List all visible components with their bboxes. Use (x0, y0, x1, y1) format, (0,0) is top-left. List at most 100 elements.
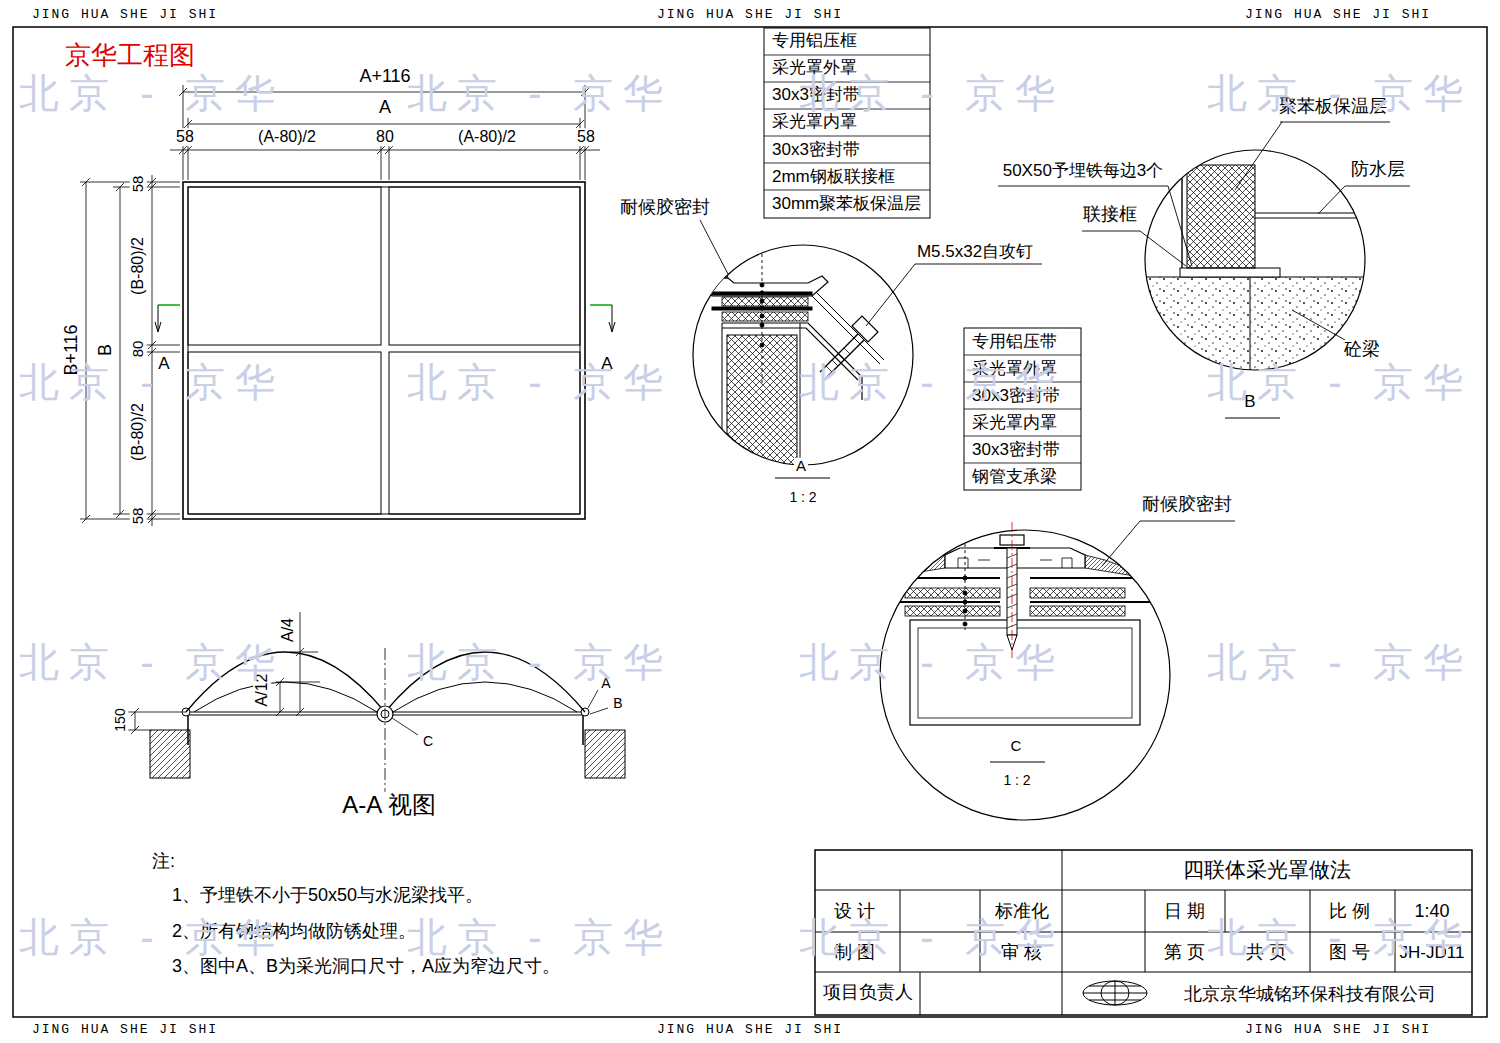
drawing-label: 钢管支承梁 (970, 468, 1059, 487)
detail-c-part-part (1030, 606, 1125, 616)
header-text: JING HUA SHE JI SHI (1243, 1023, 1433, 1037)
watermark: 北京 - 京华 (405, 915, 675, 959)
watermark: 北京 - 京华 (797, 360, 1067, 404)
sheet-border (13, 27, 1487, 1017)
detail-c-part-part (1030, 588, 1125, 598)
detail-c-part-part (963, 600, 967, 604)
detail-a-part-part (760, 291, 764, 295)
detail-b-part-part (1181, 160, 1182, 268)
header-text: JING HUA SHE JI SHI (655, 8, 845, 22)
detail-b-part (998, 122, 1410, 340)
detail-c-part-part (905, 606, 1000, 616)
detail-c-part-part (963, 609, 967, 613)
detail-c-part-part (905, 588, 1000, 598)
detail-a-part-part (760, 306, 764, 310)
plan-view-part (188, 187, 381, 345)
drawing-label: 北京京华城铭环保科技有限公司 (1182, 985, 1438, 1005)
plan-view-part-part (80, 182, 180, 519)
company-logo (1083, 981, 1147, 1005)
detail-a-part-part (700, 266, 728, 278)
drawing-label: 30x3密封带 (770, 141, 862, 160)
detail-a-part (764, 28, 930, 218)
drawing-label: 注: (150, 852, 177, 872)
detail-c-part-part (963, 591, 967, 595)
detail-a-part (696, 218, 884, 480)
plan-view-part (155, 322, 615, 332)
drawing-label: 1、予埋铁不小于50x50与水泥梁找平。 (170, 886, 485, 906)
detail-c-part (1102, 521, 1235, 566)
section-view (128, 612, 625, 792)
drawing-label: 30x3密封带 (970, 441, 1062, 460)
drawing-label: 采光罩内罩 (770, 113, 859, 132)
detail-b-part-part (1187, 165, 1255, 268)
drawing-label: 50X50予埋铁每边3个 (1001, 162, 1166, 181)
watermark: 北京 - 京华 (1205, 915, 1475, 959)
detail-c-part (964, 328, 1081, 490)
detail-a-part-part (722, 312, 808, 321)
detail-c-part-part (870, 601, 1180, 603)
drawing-label: 58 (130, 506, 147, 527)
drawing-label: A-A 视图 (340, 792, 437, 818)
drawing-label: 3、图中A、B为采光洞口尺寸，A应为窄边尺寸。 (170, 957, 562, 977)
drawing-label: 30mm聚苯板保温层 (770, 195, 923, 214)
watermark: 北京 - 京华 (17, 640, 287, 684)
drawing-label: 采光罩内罩 (970, 414, 1059, 433)
detail-c-part-part (963, 576, 967, 580)
watermark: 北京 - 京华 (17, 360, 287, 404)
company-logo-part (1083, 981, 1147, 1005)
detail-b-part (1140, 160, 1370, 387)
plan-view-part (188, 187, 580, 514)
header-text: JING HUA SHE JI SHI (30, 1023, 220, 1037)
drawing-label: A (794, 458, 808, 475)
detail-a-part-part (760, 314, 764, 318)
drawing-label: A (377, 98, 393, 118)
drawing-label: (B-80)/2 (129, 401, 147, 463)
detail-c-part (860, 490, 1190, 725)
watermark: 北京 - 京华 (1205, 360, 1475, 404)
detail-a-part (693, 245, 913, 465)
section-view-part (585, 730, 625, 778)
drawing-label: 58 (174, 128, 196, 146)
drawing-label: 专用铝压框 (770, 32, 859, 51)
drawing-label: 2mm钢板联接框 (770, 168, 897, 187)
watermark: 北京 - 京华 (405, 71, 675, 115)
drawing-label: C (421, 734, 435, 749)
section-view-part-part (392, 690, 608, 735)
detail-b-part (1225, 418, 1280, 419)
drawing-label: 1 : 2 (1001, 773, 1032, 788)
detail-a-part-part (722, 297, 808, 306)
drawing-label: 耐候胶密封 (1140, 495, 1234, 515)
watermark: 北京 - 京华 (797, 915, 1067, 959)
watermark: 北京 - 京华 (405, 640, 675, 684)
detail-a-part-part (760, 283, 764, 287)
drawing-label: A/4 (279, 616, 297, 644)
drawing-label: (A-80)/2 (256, 128, 318, 146)
company-logo-part (1083, 981, 1147, 1005)
detail-b-part-part (1255, 213, 1370, 218)
section-view-part (385, 648, 386, 792)
sheet-border-part (13, 27, 1487, 1017)
watermark: 北京 - 京华 (405, 360, 675, 404)
plan-view-part-part (82, 178, 156, 523)
detail-c-part (990, 762, 1045, 763)
detail-a-part-part (722, 323, 800, 480)
watermark: 北京 - 京华 (1205, 71, 1475, 115)
detail-c-part (1012, 522, 1013, 658)
drawing-label: 联接框 (1081, 205, 1139, 225)
watermark: 北京 - 京华 (797, 71, 1067, 115)
watermark: 北京 - 京华 (1205, 640, 1475, 684)
detail-a-part-part (712, 292, 812, 295)
watermark: 北京 - 京华 (797, 640, 1067, 684)
detail-c-part-part (963, 622, 967, 626)
header-text: JING HUA SHE JI SHI (655, 1023, 845, 1037)
detail-c-part-part (860, 577, 1190, 579)
plan-view-part (389, 187, 580, 345)
drawing-label: B (96, 342, 116, 358)
drawing-title: 四联体采光罩做法 (1181, 858, 1353, 881)
drawing-label: 第 页 (1162, 943, 1207, 963)
detail-a-part (775, 478, 830, 479)
drawing-label: 150 (113, 706, 128, 733)
drawing-label: 日 期 (1162, 902, 1207, 922)
drawing-label: 砼梁 (1342, 340, 1382, 360)
